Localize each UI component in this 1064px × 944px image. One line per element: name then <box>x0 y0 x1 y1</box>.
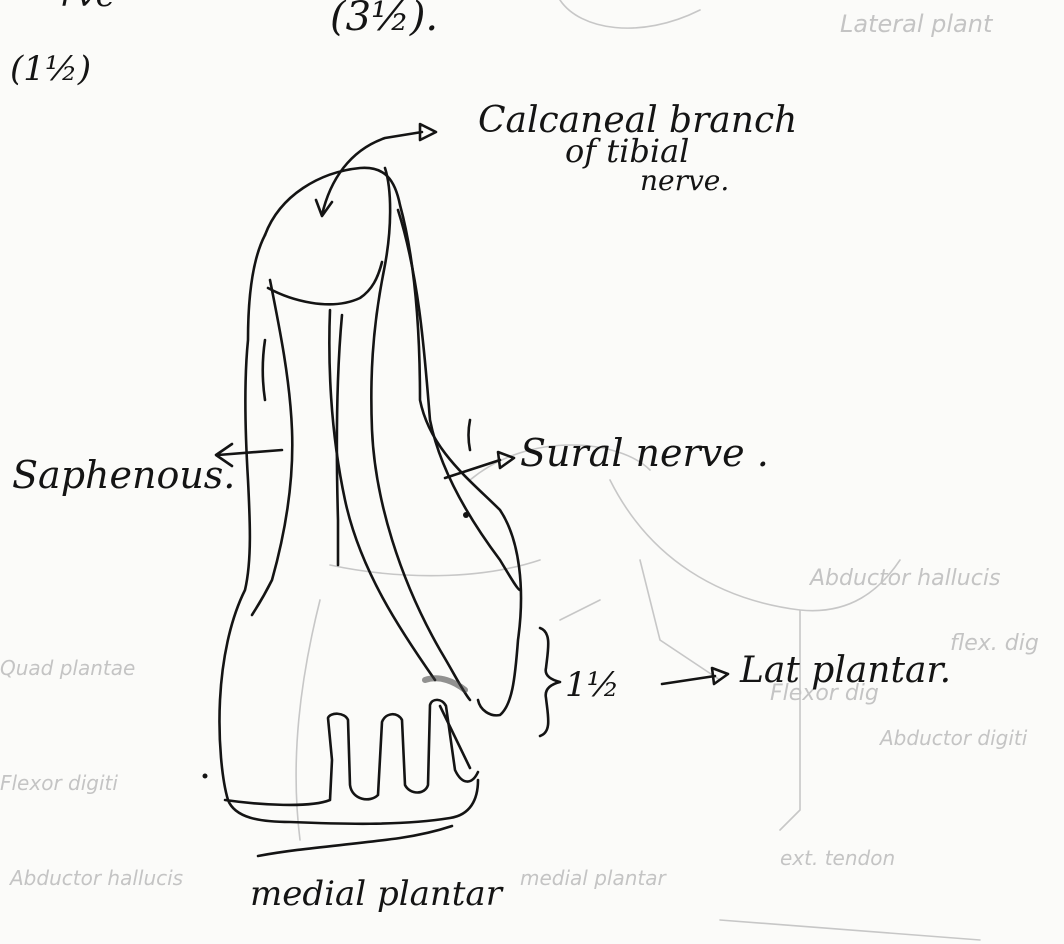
bleed-text-2: Abductor hallucis <box>808 566 1000 591</box>
medial-underline <box>258 826 452 856</box>
bleed-text-3: flex. dig <box>950 631 1039 656</box>
calcaneal-annotation: Calcaneal branch of tibial nerve. <box>316 100 797 216</box>
top-center-fraction: (3½). <box>330 0 438 40</box>
foot-outline <box>219 168 521 824</box>
saphenous-tick <box>263 340 265 400</box>
nerve-lines <box>203 168 521 779</box>
bleed-text-6: Quad plantae <box>0 656 135 680</box>
sural-nerve-line <box>398 210 520 590</box>
calcaneal-nerve-line <box>371 168 470 700</box>
sural-dot <box>463 512 469 518</box>
top-left-fragment: rve <box>60 0 116 15</box>
bleed-text-1: Lateral plant <box>840 10 994 38</box>
bleed-text-5: Abductor digiti <box>878 726 1028 750</box>
medial-plantar-label: medial plantar <box>250 874 504 914</box>
sural-label: Sural nerve . <box>520 431 769 475</box>
central-nerve-line <box>337 315 342 565</box>
lateral-brace <box>540 628 560 736</box>
lateral-plantar-annotation: 1½ Lat plantar. <box>540 628 951 736</box>
bleed-text-7: Flexor digiti <box>0 771 118 795</box>
heel-curve <box>268 262 382 304</box>
top-left-fraction: (1½) <box>10 49 91 89</box>
sural-tick <box>469 420 471 450</box>
sural-annotation: Sural nerve . <box>445 431 769 478</box>
bleed-text-8: Abductor hallucis <box>8 866 183 890</box>
ink-smudge <box>425 678 465 690</box>
saphenous-nerve-line <box>252 280 292 615</box>
calcaneal-label-line3: nerve. <box>640 164 729 197</box>
little-toe-crease <box>440 706 470 768</box>
saphenous-label: Saphenous. <box>12 453 235 497</box>
lateral-plantar-label: Lat plantar. <box>739 650 951 691</box>
lateral-arrow-line <box>662 676 715 684</box>
stray-dot <box>203 774 208 779</box>
bleed-text-10: ext. tendon <box>780 846 895 870</box>
saphenous-annotation: Saphenous. <box>12 444 282 497</box>
medial-plantar-annotation: medial plantar <box>250 826 504 914</box>
toes <box>225 700 478 805</box>
lateral-fraction: 1½ <box>565 665 620 705</box>
bleed-text-9: medial plantar <box>520 866 667 890</box>
